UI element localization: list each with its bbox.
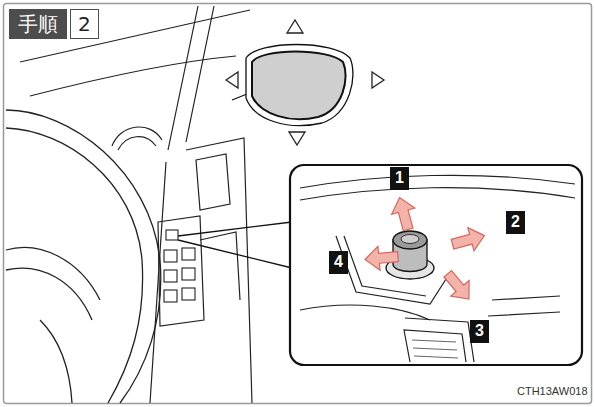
switch-housing <box>300 188 575 200</box>
dashboard <box>30 56 236 96</box>
switch-housing <box>405 318 474 362</box>
dashboard <box>186 6 214 142</box>
callout-number: 4 <box>329 251 348 274</box>
leader-line <box>178 240 292 268</box>
steering-wheel <box>6 268 92 320</box>
direction-arrow <box>439 266 479 307</box>
switch-housing <box>412 340 458 358</box>
switch-housing <box>300 175 575 188</box>
direction-triangle <box>287 20 303 33</box>
switch-housing <box>404 330 466 362</box>
side-mirror <box>252 52 346 120</box>
steering-wheel <box>6 110 161 403</box>
dashboard <box>168 6 198 150</box>
direction-triangle <box>372 72 384 88</box>
direction-triangle <box>226 72 238 88</box>
callout-number: 1 <box>390 167 409 190</box>
steering-wheel <box>6 110 161 403</box>
step-heading: 手順 <box>9 9 67 39</box>
step-number: 2 <box>70 9 99 39</box>
callout-frame <box>290 165 582 365</box>
outer-frame <box>4 4 592 404</box>
switch-housing <box>300 175 575 362</box>
direction-arrow <box>449 224 487 256</box>
steering-wheel <box>6 128 143 403</box>
figure-code: CTH13AW018 <box>517 385 588 397</box>
window-switches <box>166 230 178 240</box>
steering-wheel <box>40 320 72 403</box>
leader-line <box>178 222 292 268</box>
side-mirror <box>232 45 353 126</box>
callout-number: 3 <box>470 320 489 343</box>
direction-triangle <box>289 132 305 145</box>
window-switches <box>182 288 195 300</box>
door-panel <box>196 154 230 210</box>
side-mirror <box>246 45 353 126</box>
callout-number: 2 <box>506 211 525 234</box>
door-panel <box>200 232 240 300</box>
direction-arrow <box>364 245 399 272</box>
mirror-knob <box>393 231 427 249</box>
steering-wheel <box>6 247 100 300</box>
direction-arrow <box>364 194 488 306</box>
window-switches <box>182 268 195 280</box>
switch-housing <box>336 236 448 304</box>
window-switches <box>164 250 177 262</box>
direction-arrow <box>388 194 420 232</box>
window-switches <box>164 270 177 282</box>
direction-triangle <box>226 20 384 145</box>
switch-housing <box>488 296 560 316</box>
door-panel <box>158 216 204 326</box>
dashboard <box>118 137 156 150</box>
door-panel <box>150 138 252 403</box>
mirror-knob <box>401 235 419 244</box>
door-panel <box>186 138 252 403</box>
step-tab: 手順2 <box>9 9 102 39</box>
window-switches <box>182 248 195 260</box>
window-switches <box>164 290 177 302</box>
leader-line <box>178 222 292 236</box>
